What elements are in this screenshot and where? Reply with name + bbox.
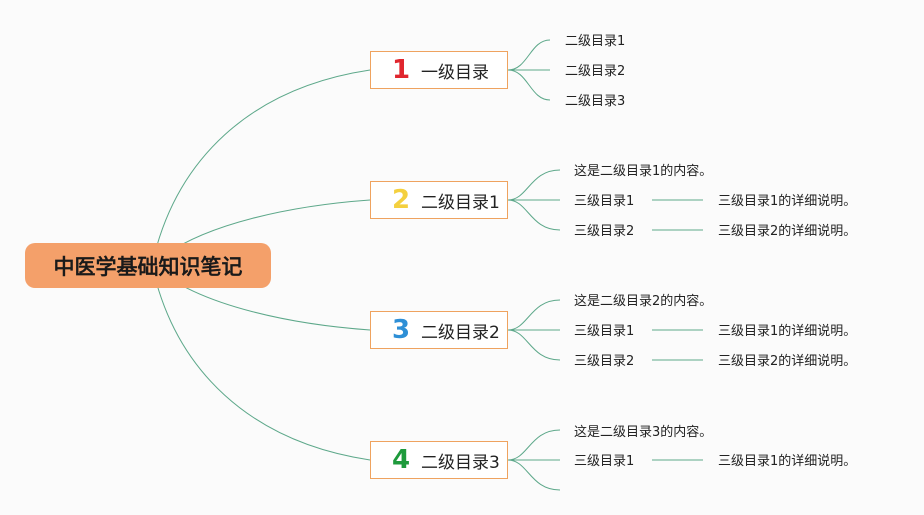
subtopic-2-2[interactable]: 三级目录1 <box>574 194 635 209</box>
subtopic-2-3[interactable]: 三级目录2 <box>574 224 635 239</box>
connector-4-3 <box>507 459 561 491</box>
subtopic-4-2[interactable]: 三级目录1 <box>574 454 635 469</box>
branch-number-1: 1 <box>391 55 411 85</box>
subtopic-3-2[interactable]: 三级目录1 <box>574 324 635 339</box>
branch-node-2[interactable]: 2 二级目录1 <box>370 181 508 219</box>
connector-1-3 <box>507 69 551 101</box>
subtopic-2-1[interactable]: 这是二级目录1的内容。 <box>574 164 713 179</box>
detail-2-2[interactable]: 三级目录1的详细说明。 <box>718 194 857 209</box>
detail-3-2[interactable]: 三级目录1的详细说明。 <box>718 324 857 339</box>
detail-2-3[interactable]: 三级目录2的详细说明。 <box>718 224 857 239</box>
branch-number-3: 3 <box>391 315 411 345</box>
subtopic-3-1[interactable]: 这是二级目录2的内容。 <box>574 294 713 309</box>
subtopic-1-3[interactable]: 二级目录3 <box>565 94 626 109</box>
connector-2-1 <box>507 169 561 201</box>
subtopic-1-2[interactable]: 二级目录2 <box>565 64 626 79</box>
branch-number-4: 4 <box>391 445 411 475</box>
branch-number-2: 2 <box>391 185 411 215</box>
subtopic-3-3[interactable]: 三级目录2 <box>574 354 635 369</box>
connector-1-1 <box>507 39 551 71</box>
subtopic-4-1[interactable]: 这是二级目录3的内容。 <box>574 425 713 440</box>
branch-node-4[interactable]: 4 二级目录3 <box>370 441 508 479</box>
connector-4-1 <box>507 429 561 461</box>
branch-label-4: 二级目录3 <box>421 452 500 473</box>
detail-4-2[interactable]: 三级目录1的详细说明。 <box>718 454 857 469</box>
root-node[interactable]: 中医学基础知识笔记 <box>25 243 271 288</box>
connector-root-4 <box>151 264 371 461</box>
connector-3-1 <box>507 299 561 331</box>
detail-3-3[interactable]: 三级目录2的详细说明。 <box>718 354 857 369</box>
branch-node-1[interactable]: 1 一级目录 <box>370 51 508 89</box>
branch-label-3: 二级目录2 <box>421 322 500 343</box>
root-title: 中医学基础知识笔记 <box>53 254 243 279</box>
connector-2-3 <box>507 199 561 231</box>
branch-label-1: 一级目录 <box>421 62 489 83</box>
subtopic-1-1[interactable]: 二级目录1 <box>565 34 626 49</box>
connector-root-1 <box>151 69 371 266</box>
branch-node-3[interactable]: 3 二级目录2 <box>370 311 508 349</box>
branch-label-2: 二级目录1 <box>421 192 500 213</box>
connector-3-3 <box>507 329 561 361</box>
